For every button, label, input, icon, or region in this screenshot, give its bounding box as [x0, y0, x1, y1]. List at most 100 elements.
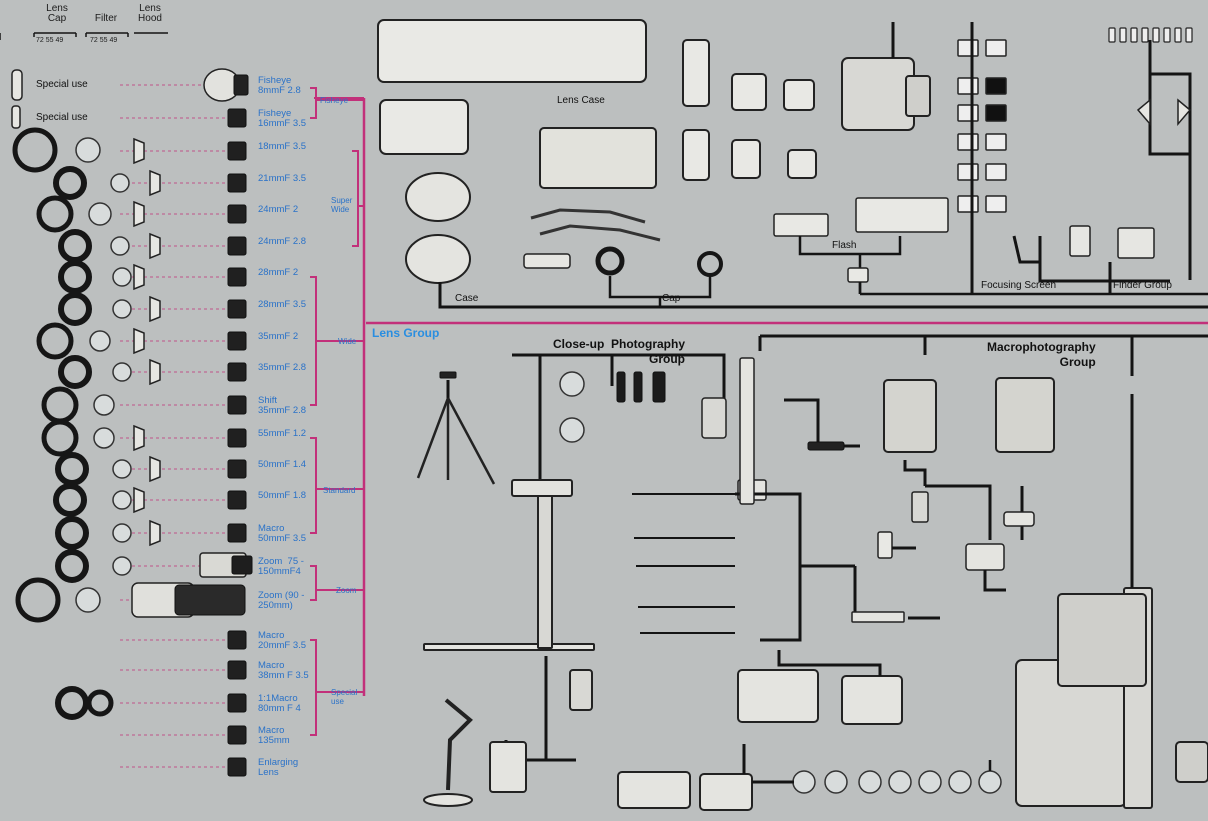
lens-name: 50mmF 1.8	[258, 491, 306, 501]
filter-sizes: 72 55 49	[90, 37, 117, 44]
lens-name: 1:1Macro 80mm F 4	[258, 694, 301, 714]
lens-cap-icon	[18, 580, 58, 620]
lens-body-icon	[228, 109, 246, 127]
focusing-screen-icon	[958, 105, 978, 121]
macro-stand-icon	[618, 772, 690, 808]
camera-holder-icon	[784, 80, 814, 110]
lens-body-icon	[228, 429, 246, 447]
finder-screen-icon	[1175, 28, 1181, 42]
filter-icon	[76, 138, 100, 162]
focusing-screen-icon	[986, 164, 1006, 180]
focusing-screen-icon	[958, 164, 978, 180]
filter-icon	[113, 300, 131, 318]
camera-case-icon	[406, 235, 470, 283]
lens-cap-icon	[58, 455, 86, 483]
lens-group-label: Lens Group	[372, 327, 439, 339]
lens-name: 18mmF 3.5	[258, 142, 306, 152]
lens-name: Macro 38mm F 3.5	[258, 661, 309, 681]
soft-lens-case-icon	[540, 128, 656, 188]
special-cap-icon	[12, 70, 22, 100]
lens-cap-icon	[89, 692, 111, 714]
angle-finder-icon	[1070, 226, 1090, 256]
category-fisheye: Fisheye	[320, 97, 348, 105]
finder-screen-icon	[1186, 28, 1192, 42]
neck-strap-icon	[531, 210, 645, 222]
focusing-screen-icon	[986, 134, 1006, 150]
lens-cap-icon	[44, 422, 76, 454]
gel-filter-icon	[793, 771, 815, 793]
focusing-screen-icon	[986, 196, 1006, 212]
category-bracket	[310, 438, 316, 533]
copy-stand-arm-icon	[512, 480, 572, 496]
camera-holder-icon	[683, 130, 709, 180]
lens-name: 24mmF 2	[258, 205, 298, 215]
body-cap-icon	[524, 254, 570, 268]
magnifier-finder-icon	[1118, 228, 1154, 258]
finder-screen-icon	[1153, 28, 1159, 42]
finder-group-label: Finder Group	[1113, 281, 1172, 291]
lens-cap-icon	[58, 519, 86, 547]
lens-hood-icon	[150, 360, 160, 384]
focusing-rail-icon	[740, 358, 754, 504]
lens-hood-icon	[150, 297, 160, 321]
lens-name: 28mmF 3.5	[258, 300, 306, 310]
category-bracket	[352, 151, 358, 246]
lens-name: 24mmF 2.8	[258, 237, 306, 247]
lens-hood-icon	[134, 265, 144, 289]
lens-hood-icon	[134, 202, 144, 226]
lens-body-icon	[228, 174, 246, 192]
filter-icon	[113, 557, 131, 575]
cap-label: Cap	[662, 294, 680, 304]
flash-label: Flash	[832, 241, 856, 251]
lens-cap-icon	[39, 198, 71, 230]
hot-shoe-adapter-icon	[848, 268, 868, 282]
finder-link	[1040, 262, 1170, 281]
focusing-screen-icon	[958, 40, 978, 56]
lens-name: Macro 135mm	[258, 726, 290, 746]
gel-filter-icon	[859, 771, 881, 793]
closeup-lens-icon	[560, 372, 584, 396]
case-label: Case	[455, 294, 478, 304]
filter-icon	[111, 237, 129, 255]
lens-body-icon	[228, 460, 246, 478]
lens-hood-icon	[134, 426, 144, 450]
angle-finder-icon	[1014, 236, 1040, 262]
copy-stand-base-icon	[424, 644, 594, 650]
lens-name: 21mmF 3.5	[258, 174, 306, 184]
lens-cap-icon	[61, 263, 89, 291]
special-use-label-1: Special use	[36, 80, 88, 90]
category-super-wide: Super Wide	[331, 196, 352, 214]
tripod-leg-icon	[418, 398, 448, 478]
lens-hood-icon	[150, 457, 160, 481]
lens-body-icon	[228, 524, 246, 542]
lens-cap-icon	[56, 169, 84, 197]
lens-cap-icon	[56, 486, 84, 514]
tripod-leg-icon	[448, 398, 494, 484]
extension-ring-icon	[617, 372, 625, 402]
lens-name: Fisheye 16mmF 3.5	[258, 109, 306, 129]
lens-cap-icon	[39, 325, 71, 357]
finder-screen-icon	[1120, 28, 1126, 42]
lens-cap-icon	[58, 552, 86, 580]
repro-head-icon	[912, 492, 928, 522]
lens-body-icon	[228, 631, 246, 649]
lens-hood-header: Lens Hood	[132, 4, 168, 24]
bellows-unit-icon	[996, 378, 1054, 452]
category-standard: Standard	[323, 487, 355, 495]
category-bracket	[310, 88, 316, 118]
bellows-copier-icon	[490, 742, 526, 792]
cap-bracket	[610, 276, 710, 297]
macro-group-label: Macrophotography Group	[987, 340, 1096, 370]
slide-holder-icon	[808, 442, 844, 450]
category-zoom: Zoom	[336, 587, 356, 595]
focusing-screen-icon	[986, 105, 1006, 121]
lens-name: Shift 35mmF 2.8	[258, 396, 306, 416]
fisheye-8mm-body-icon	[234, 75, 248, 95]
focusing-screen-icon	[986, 40, 1006, 56]
focusing-screen-icon	[986, 78, 1006, 94]
lens-hood-icon	[150, 521, 160, 545]
category-bracket	[310, 566, 316, 600]
flash-unit-icon	[774, 214, 828, 236]
filter-icon	[113, 491, 131, 509]
